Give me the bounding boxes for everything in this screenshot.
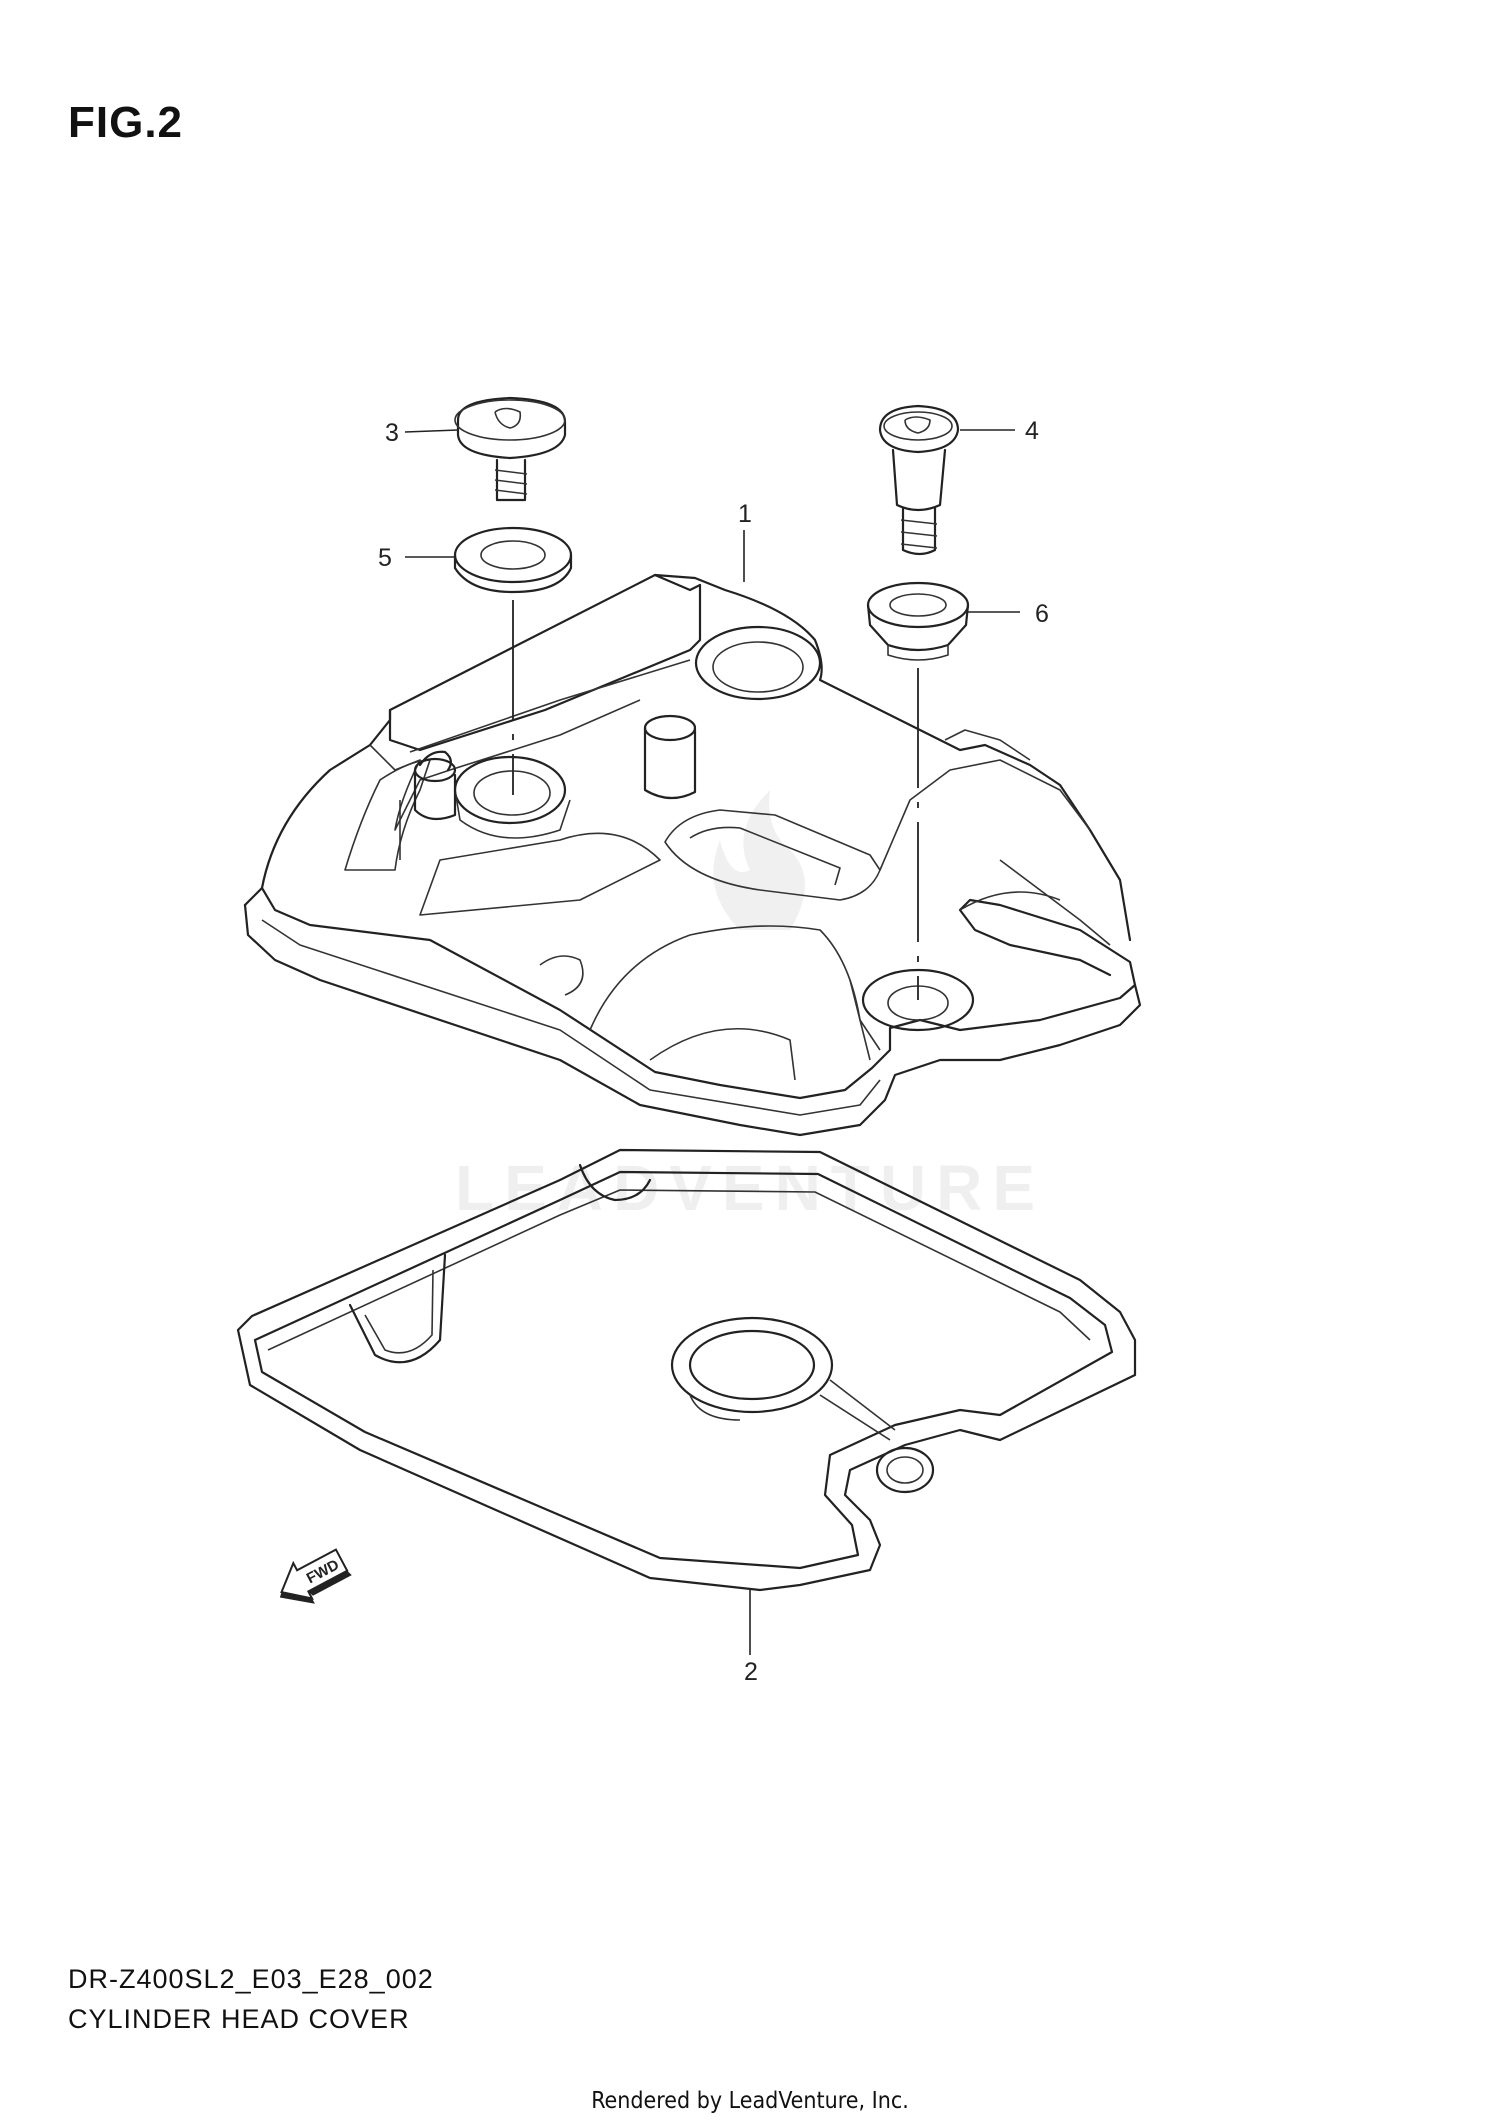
gasket-part-2 [236,1148,1137,1592]
leader-lines [404,429,1020,1655]
bolt-part-3 [454,396,567,502]
leader-line-3 [404,429,459,433]
watermark-text: LEADVENTURE [455,1152,1045,1224]
render-credit: Rendered by LeadVenture, Inc. [591,2088,909,2114]
callout-4: 4 [1025,417,1039,445]
part-name: CYLINDER HEAD COVER [68,2004,410,2034]
model-code: DR-Z400SL2_E03_E28_002 [68,1964,434,1994]
callout-6: 6 [1035,600,1049,628]
callout-3: 3 [385,419,399,447]
bolt-part-4 [878,404,960,556]
callout-2: 2 [744,1658,758,1686]
cylinder-head-cover-part-1 [243,573,1142,1137]
callout-5: 5 [378,544,392,572]
fwd-arrow-icon: FWD [279,1548,352,1604]
figure-title: FIG.2 [68,98,184,147]
watermark: LEADVENTURE [455,790,1045,1224]
grommet-part-6 [866,581,970,661]
watermark-flame-icon [713,790,805,930]
washer-part-5 [453,526,573,594]
callout-1: 1 [738,500,752,528]
